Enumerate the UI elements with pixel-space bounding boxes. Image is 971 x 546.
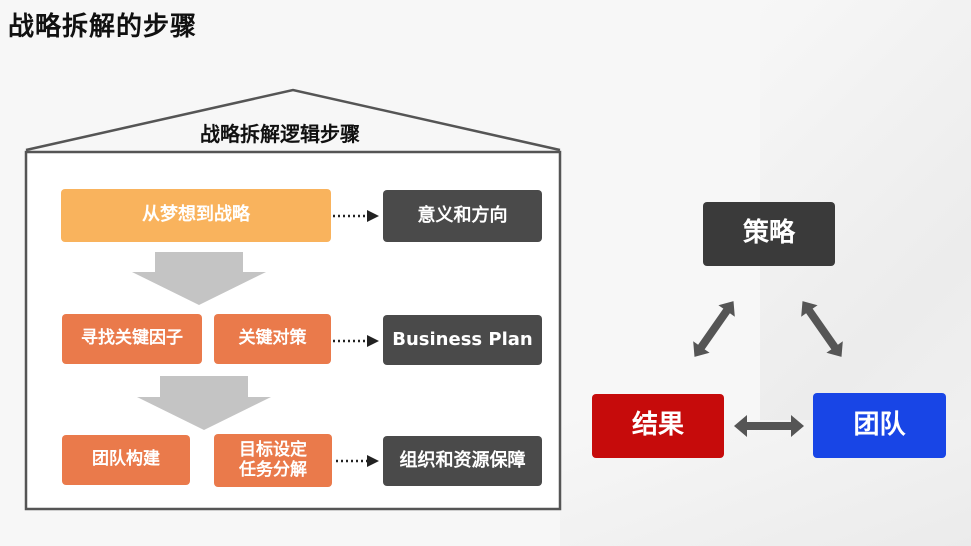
result-meaning-direction: 意义和方向 xyxy=(383,190,542,242)
node-strategy: 策略 xyxy=(703,202,835,266)
step-goal-setting-task-breakdown: 目标设定 任务分解 xyxy=(214,434,332,487)
down-arrow xyxy=(132,252,266,305)
result-organization-resources: 组织和资源保障 xyxy=(383,436,542,486)
step-team-building: 团队构建 xyxy=(62,435,190,485)
result-business-plan: Business Plan xyxy=(383,315,542,365)
step-find-key-factors: 寻找关键因子 xyxy=(62,314,202,364)
step-key-measures: 关键对策 xyxy=(214,314,331,364)
down-arrow xyxy=(137,376,271,430)
page-title: 战略拆解的步骤 xyxy=(8,12,198,42)
step-dream-to-strategy: 从梦想到战略 xyxy=(61,189,331,242)
node-team: 团队 xyxy=(813,393,946,458)
node-result: 结果 xyxy=(592,394,724,458)
house-title: 战略拆解逻辑步骤 xyxy=(200,122,360,146)
